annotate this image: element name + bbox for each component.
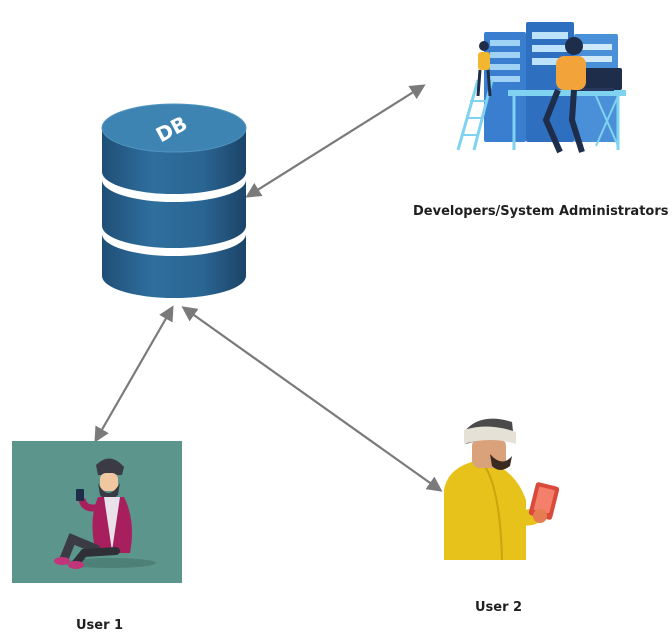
user2-label: User 2 [475, 600, 523, 615]
person-using-phone-icon [54, 458, 156, 569]
user1-label: User 1 [76, 618, 124, 633]
admins-label: Developers/System Administrators [413, 204, 669, 219]
user2-illustration [440, 410, 568, 568]
arrow-db-admins [245, 84, 426, 198]
admins-illustration [422, 10, 660, 165]
database-cylinder: DB [100, 98, 248, 310]
developers-at-desk-icon [456, 22, 626, 154]
person-with-tablet-icon [444, 418, 560, 561]
arrow-db-user2 [181, 306, 443, 492]
arrow-db-user1 [94, 305, 174, 443]
user1-illustration [12, 441, 182, 583]
database-icon: DB [101, 103, 247, 298]
